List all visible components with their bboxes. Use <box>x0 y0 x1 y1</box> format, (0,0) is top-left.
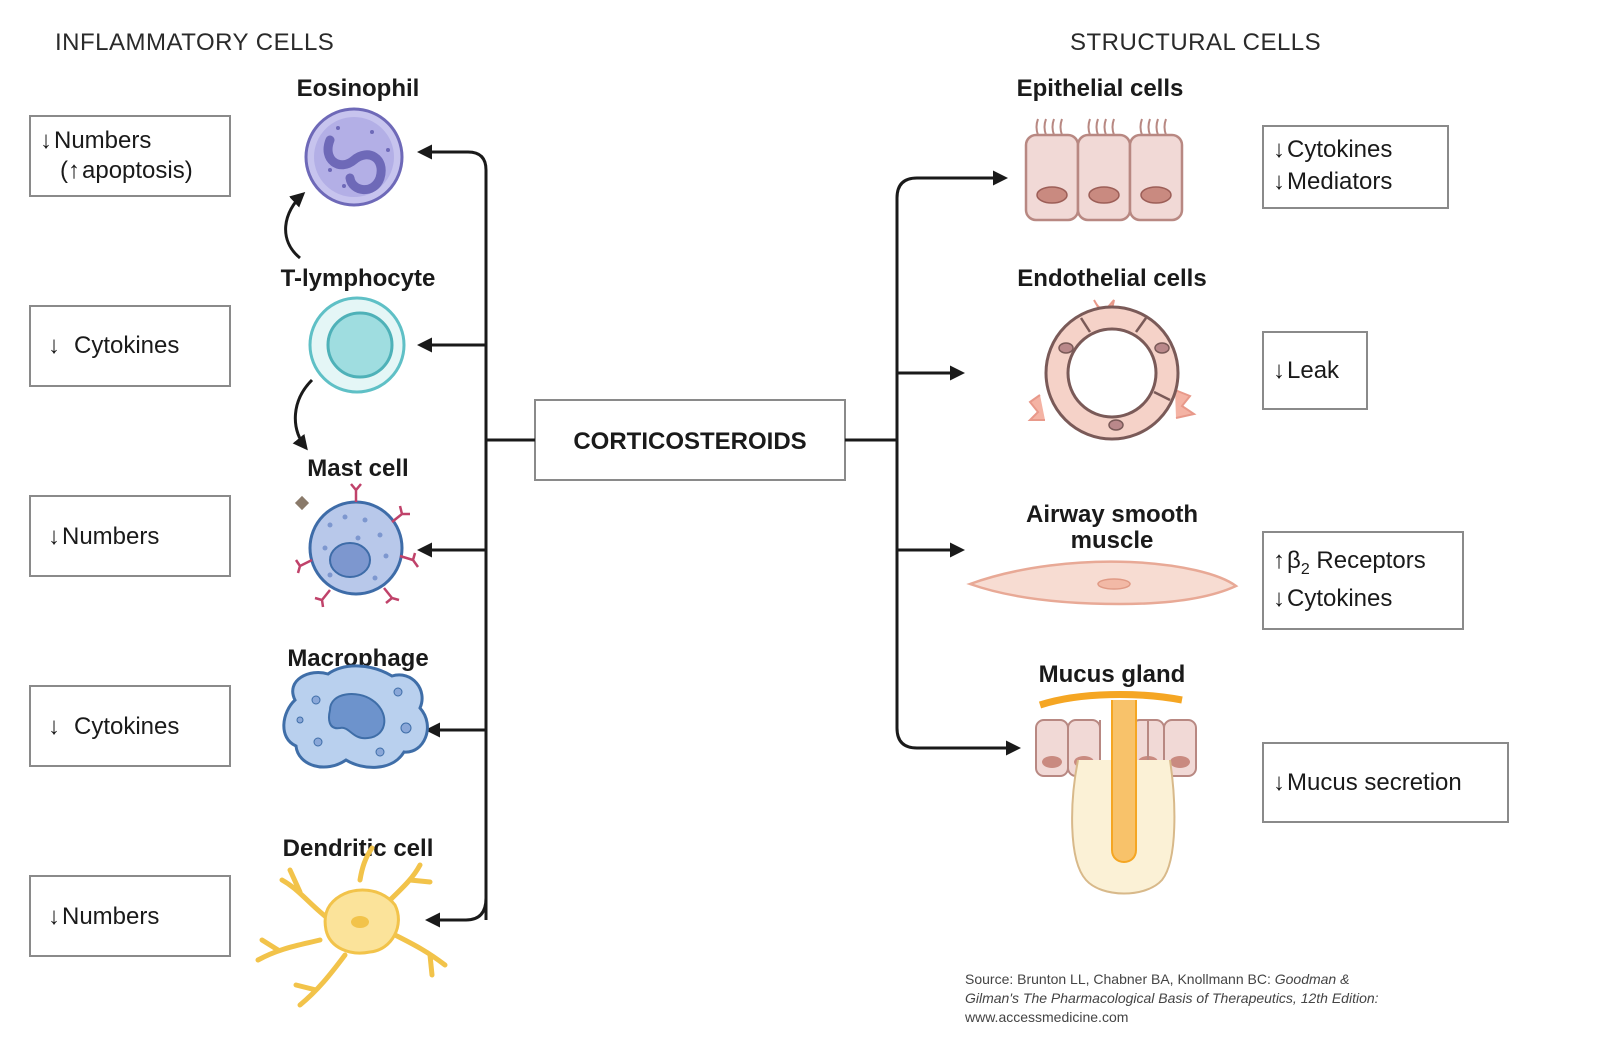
t-lymphocyte-effect-line1: ↓Cytokines <box>48 332 179 359</box>
down-arrow-icon: ↓ <box>48 332 60 359</box>
left-connector-tree <box>417 144 535 928</box>
epithelial-effect-line2: ↓Mediators <box>1273 168 1392 195</box>
down-arrow-icon: ↓ <box>1273 136 1285 163</box>
eosinophil-effect-line2: (↑apoptosis) <box>60 157 193 184</box>
dendritic-cell-title: Dendritic cell <box>283 835 434 862</box>
eosinophil-cell-icon <box>304 107 404 207</box>
inflammatory-cells-heading: INFLAMMATORY CELLS <box>55 29 334 56</box>
down-arrow-icon: ↓ <box>48 523 60 550</box>
source-citation-line3: www.accessmedicine.com <box>964 1009 1128 1025</box>
source-citation-line2: Gilman's The Pharmacological Basis of Th… <box>965 990 1379 1006</box>
endothelial-cells-title: Endothelial cells <box>1017 265 1206 292</box>
dendritic-cell-effect-box <box>29 875 231 957</box>
mucus-gland-icon <box>1035 691 1197 895</box>
t-lymphocyte-effect-box <box>29 305 231 387</box>
endothelial-effect-box <box>1262 331 1368 410</box>
mast-cell-effect-box <box>29 495 231 577</box>
airway-smooth-muscle-effect-line2: ↓Cytokines <box>1273 585 1392 612</box>
t-lymphocyte-title: T-lymphocyte <box>281 265 436 292</box>
down-arrow-icon: ↓ <box>1273 585 1285 612</box>
mast-cell-icon <box>294 483 420 608</box>
mast-cell-title: Mast cell <box>307 455 408 482</box>
macrophage-effect-line1: ↓Cytokines <box>48 713 179 740</box>
dendritic-cell-effect-line1: ↓Numbers <box>48 903 159 930</box>
airway-smooth-muscle-title-line1: Airway smooth <box>1026 501 1198 528</box>
mucus-gland-effect-box <box>1262 742 1509 823</box>
airway-smooth-muscle-icon <box>966 560 1239 606</box>
endothelial-cells-icon <box>1027 299 1197 441</box>
epithelial-cells-icon <box>1024 118 1184 222</box>
down-arrow-icon: ↓ <box>1273 357 1285 384</box>
t-cell-to-eosinophil-arrow <box>284 191 306 260</box>
airway-smooth-muscle-effect-box <box>1262 531 1464 630</box>
down-arrow-icon: ↓ <box>40 127 52 154</box>
mast-cell-effect-line1: ↓Numbers <box>48 523 159 550</box>
up-arrow-icon: ↑ <box>68 157 80 184</box>
mucus-gland-title: Mucus gland <box>1039 661 1186 688</box>
down-arrow-icon: ↓ <box>1273 168 1285 195</box>
dendritic-cell-icon <box>255 845 448 1008</box>
down-arrow-icon: ↓ <box>1273 769 1285 796</box>
structural-cells-heading: STRUCTURAL CELLS <box>1070 29 1321 56</box>
macrophage-cell-icon <box>282 664 429 769</box>
mucus-gland-effect-line1: ↓Mucus secretion <box>1273 769 1462 796</box>
corticosteroids-label: CORTICOSTEROIDS <box>573 428 806 455</box>
up-arrow-icon: ↑ <box>1273 547 1285 574</box>
source-citation-line1: Source: Brunton LL, Chabner BA, Knollman… <box>965 971 1349 987</box>
airway-smooth-muscle-effect-line1: ↑β2 Receptors <box>1273 547 1426 578</box>
macrophage-effect-box <box>29 685 231 767</box>
eosinophil-title: Eosinophil <box>297 75 420 102</box>
airway-smooth-muscle-title-line2: muscle <box>1071 527 1154 554</box>
t-lymphocyte-cell-icon <box>308 296 406 394</box>
eosinophil-effect-box <box>29 115 231 197</box>
right-connector-tree <box>845 170 1021 756</box>
eosinophil-effect-line1: ↓Numbers <box>40 127 151 154</box>
down-arrow-icon: ↓ <box>48 713 60 740</box>
epithelial-effect-line1: ↓Cytokines <box>1273 136 1392 163</box>
corticosteroids-box <box>534 399 846 481</box>
epithelial-effect-box <box>1262 125 1449 209</box>
epithelial-cells-title: Epithelial cells <box>1017 75 1184 102</box>
t-cell-to-mast-cell-arrow <box>292 378 314 451</box>
endothelial-effect-line1: ↓Leak <box>1273 357 1340 384</box>
down-arrow-icon: ↓ <box>48 903 60 930</box>
